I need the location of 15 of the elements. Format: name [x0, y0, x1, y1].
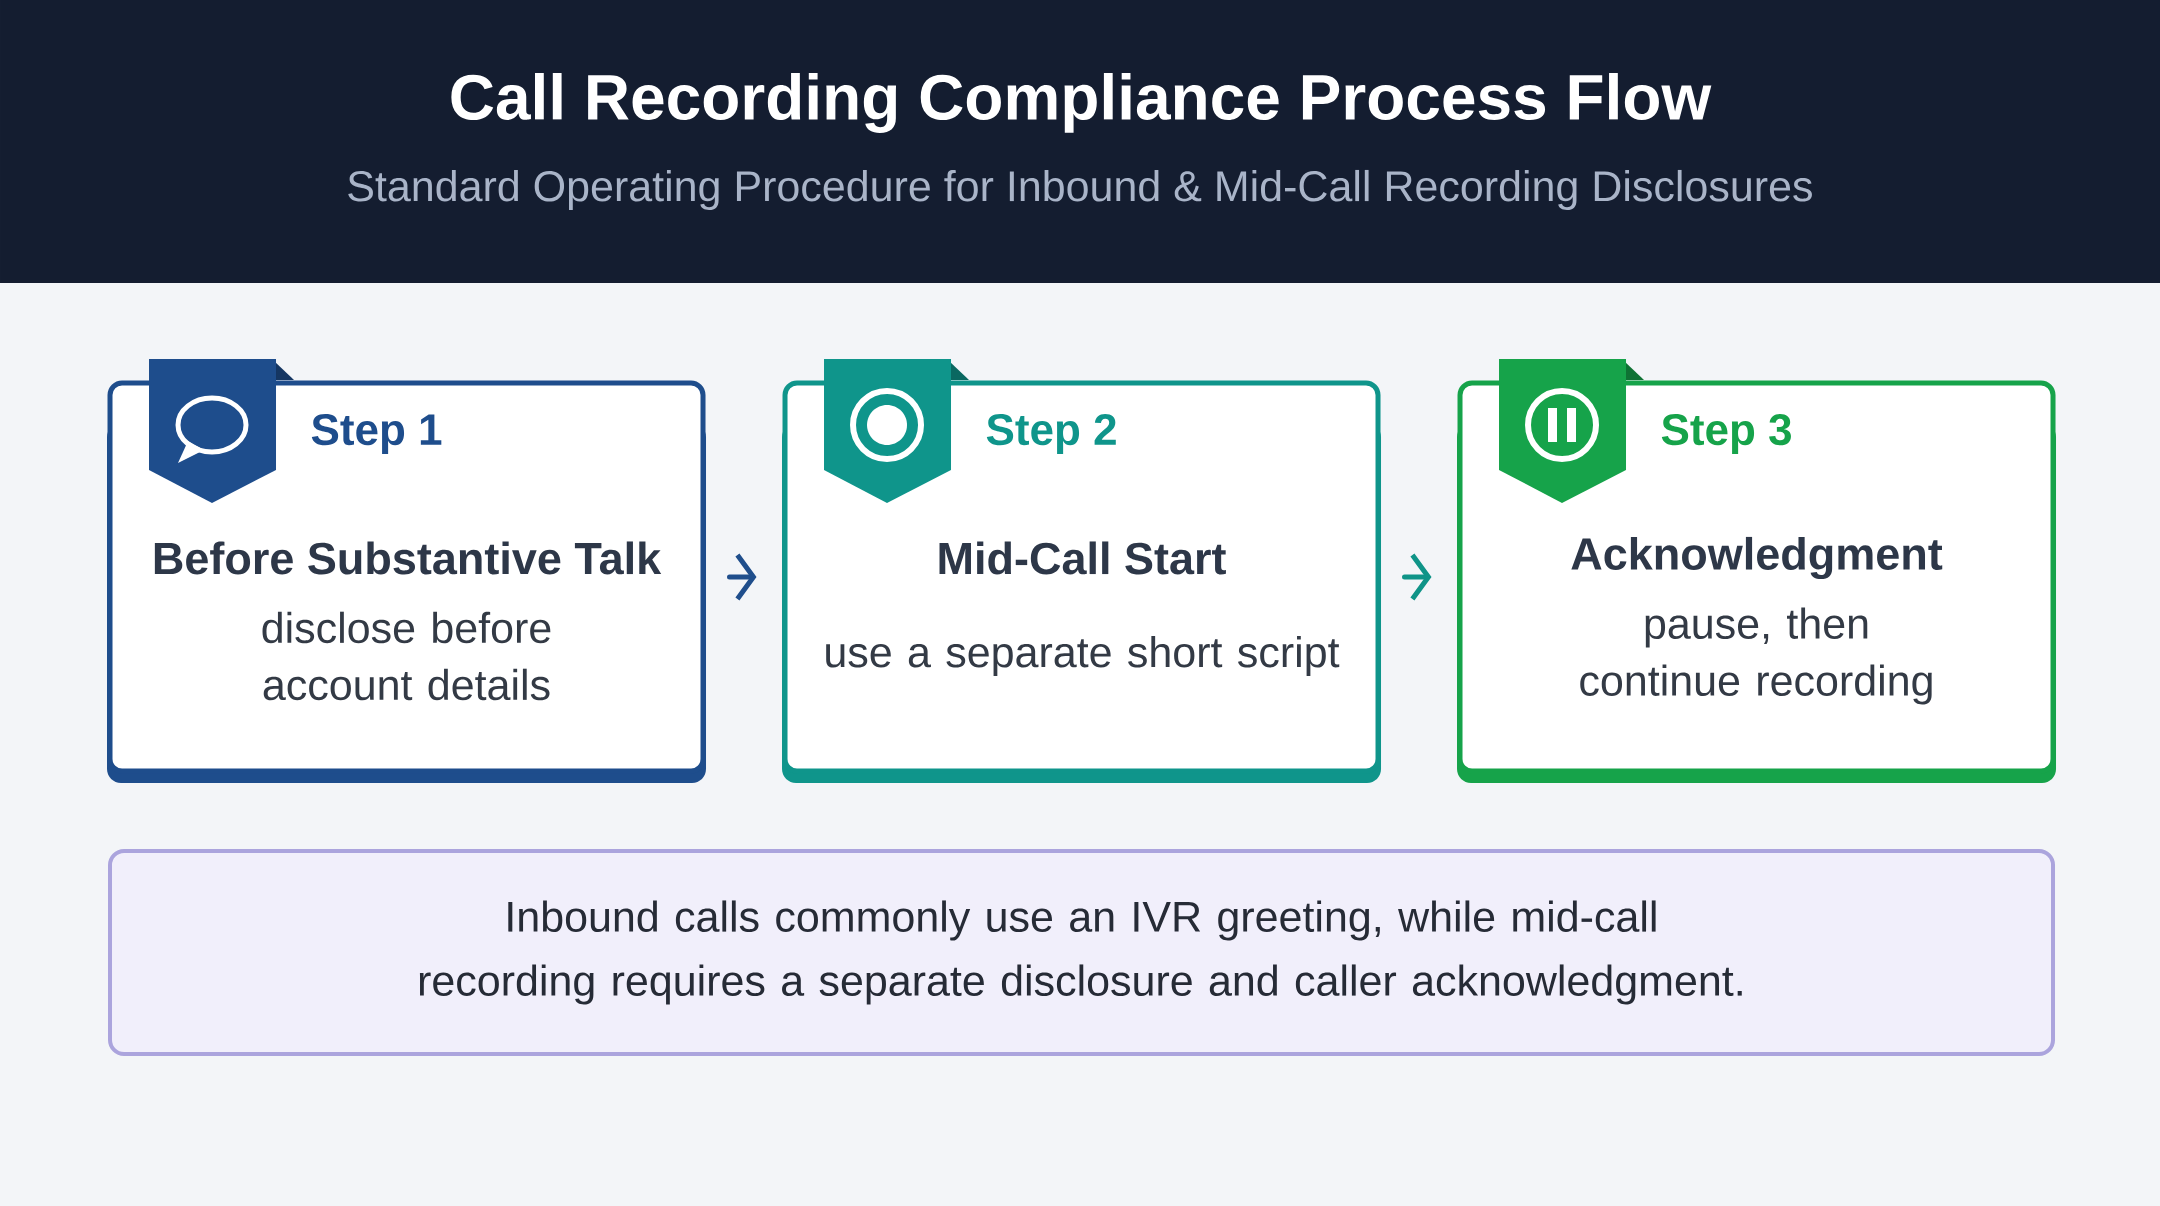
subtitle: Standard Operating Procedure for Inbound & Mid-Call Recording Disclosures	[348, 169, 1812, 210]
step-card	[782, 380, 1381, 783]
card-text: disclose before account details	[262, 611, 551, 701]
step-card	[1457, 380, 2056, 783]
step-label: Step 3	[1661, 414, 1791, 454]
step-label: Step 2	[986, 414, 1116, 454]
note-box: Inbound calls commonly use an IVR greeting, while mid-call recording requires a separate disclosure and caller acknowledgment.	[108, 849, 2055, 1056]
step-card	[107, 380, 706, 783]
card-heading: Mid-Call Start	[939, 541, 1226, 575]
card-heading: Acknowledgment	[1571, 536, 1943, 580]
title: Call Recording Compliance Process Flow	[451, 73, 1712, 133]
step-label: Step 1	[311, 414, 442, 454]
card-text: use a separate short script	[826, 635, 1340, 676]
card-text: pause, then continue recording	[1580, 607, 1932, 705]
card-heading: Before Substantive Talk	[154, 541, 662, 575]
